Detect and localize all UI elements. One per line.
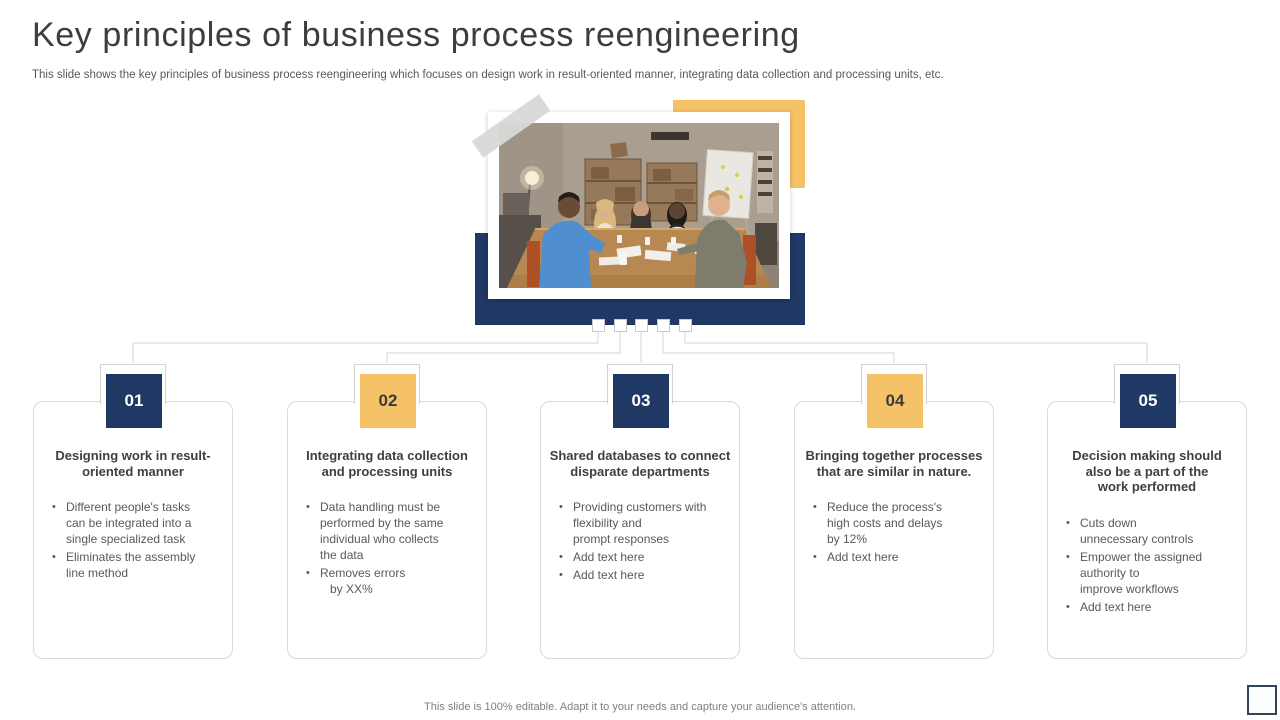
principle-card-5: 05 Decision making should also be a part… [1047, 364, 1247, 659]
connector-node [657, 319, 670, 332]
bullet-item: Empower the assigned authority to improv… [1064, 550, 1236, 598]
bullet-item: Different people's tasks can be integrat… [50, 500, 222, 548]
card-bullets: Providing customers with flexibility and… [551, 500, 729, 584]
badge-number-1: 01 [106, 374, 162, 428]
bullet-item: Providing customers with flexibility and… [557, 500, 729, 548]
bullet-item: Add text here [557, 550, 729, 566]
connector-node [635, 319, 648, 332]
bullet-item: Reduce the process's high costs and dela… [811, 500, 983, 548]
vent [651, 132, 689, 140]
person-gray-shirt-man [677, 190, 756, 288]
connector-node [679, 319, 692, 332]
principle-card-4: 04 Bringing together processes that are … [794, 364, 994, 659]
card-bullets: Reduce the process's high costs and dela… [805, 500, 983, 566]
badge-number-3: 03 [613, 374, 669, 428]
card-title: Bringing together processes that are sim… [805, 448, 983, 479]
badge-number-2: 02 [360, 374, 416, 428]
slide-subtitle: This slide shows the key principles of b… [32, 69, 944, 81]
bullet-item: Cuts down unnecessary controls [1064, 516, 1236, 548]
principle-card-2: 02 Integrating data collection and proce… [287, 364, 487, 659]
bullet-item: Data handling must be performed by the s… [304, 500, 476, 564]
bullet-item: Add text here [1064, 600, 1236, 616]
card-bullets: Cuts down unnecessary controls Empower t… [1058, 516, 1236, 616]
badge-number-5: 05 [1120, 374, 1176, 428]
card-title: Decision making should also be a part of… [1072, 448, 1222, 495]
footer-note: This slide is 100% editable. Adapt it to… [424, 701, 856, 713]
badge-number-4: 04 [867, 374, 923, 428]
card-bullets: Different people's tasks can be integrat… [44, 500, 222, 582]
page-title: Key principles of business process reeng… [32, 16, 800, 54]
photo-frame [488, 112, 790, 299]
card-title: Designing work in result- oriented manne… [55, 448, 211, 479]
card-title: Shared databases to connect disparate de… [549, 448, 731, 479]
principle-card-3: 03 Shared databases to connect disparate… [540, 364, 740, 659]
connector-node [592, 319, 605, 332]
card-title: Integrating data collection and processi… [306, 448, 468, 479]
bullet-item: Eliminates the assembly line method [50, 550, 222, 582]
bullet-item: Removes errors by XX% [304, 566, 476, 598]
principle-card-1: 01 Designing work in result- oriented ma… [33, 364, 233, 659]
connector-node [614, 319, 627, 332]
bullet-item: Add text here [811, 550, 983, 566]
person-blue-suit-man [527, 192, 605, 288]
corner-box [1247, 685, 1277, 715]
bullet-item: Add text here [557, 568, 729, 584]
card-bullets: Data handling must be performed by the s… [298, 500, 476, 598]
meeting-photo [499, 123, 779, 288]
